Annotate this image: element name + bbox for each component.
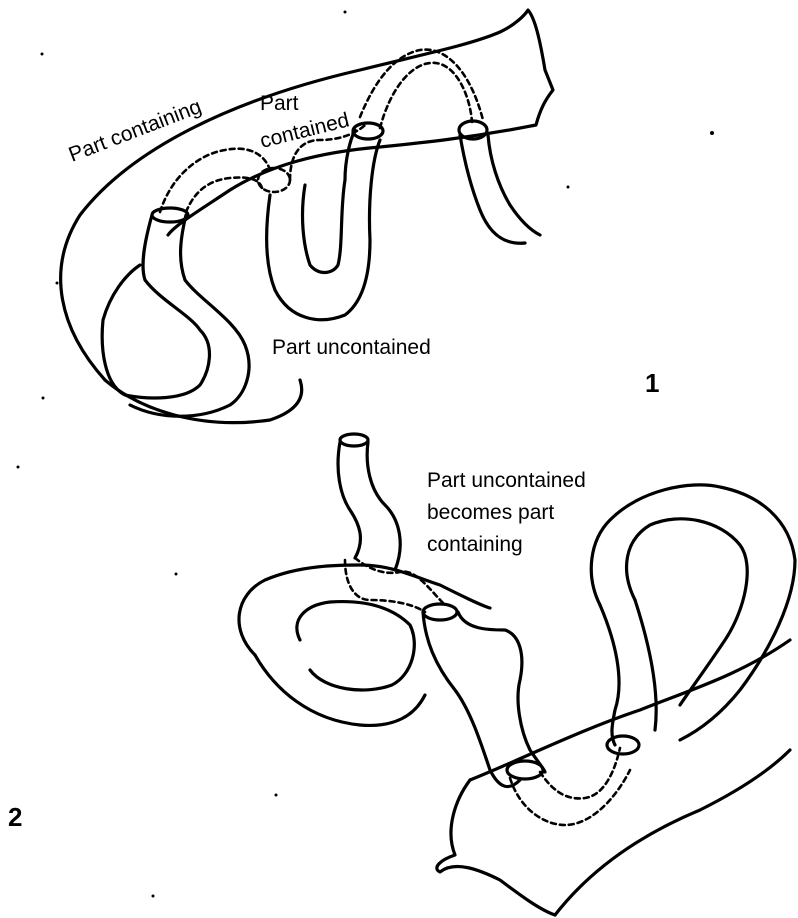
label-part-uncontained-becomes-line3: containing [427,533,523,556]
figure-number-1: 1 [645,368,659,398]
s-curve-2 [423,604,545,787]
figure-2: Part uncontained becomes part containing… [8,434,795,915]
figure-1: Part containing Part contained Part unco… [61,10,660,423]
label-part-uncontained-becomes-line2: becomes part [427,501,554,524]
middle-u-1 [267,121,540,320]
label-part-contained-line1: Part [260,92,299,115]
bottom-tube-2 [437,640,790,915]
label-part-uncontained-becomes-line1: Part uncontained [427,469,586,492]
right-loop-2 [591,485,795,754]
label-part-contained-line2: contained [258,109,352,153]
hidden-strand-2 [345,558,630,825]
label-part-containing: Part containing [66,95,205,167]
label-part-uncontained: Part uncontained [272,336,431,359]
top-tube-2 [338,434,400,570]
left-loop-1 [102,208,249,416]
containing-tube-1 [61,10,553,423]
figure-number-2: 2 [8,802,22,832]
left-loop-2 [239,565,490,725]
